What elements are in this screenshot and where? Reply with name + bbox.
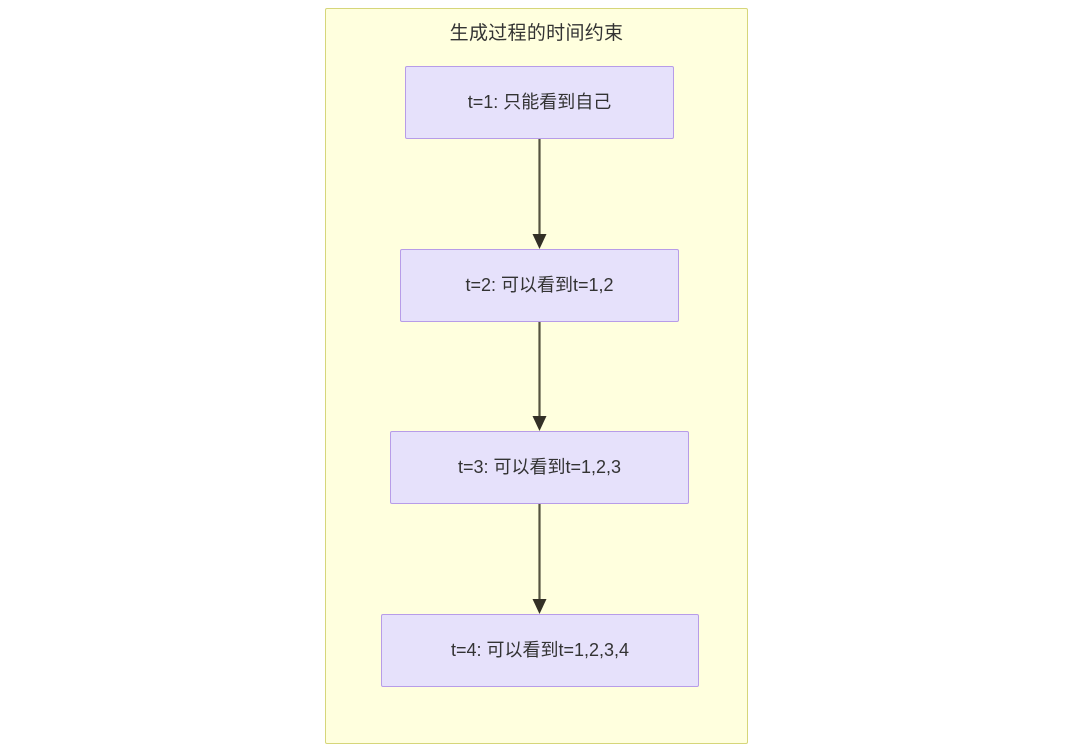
flowchart-node-t1[interactable]: t=1: 只能看到自己 <box>405 66 674 139</box>
subgraph-title: 生成过程的时间约束 <box>449 23 624 44</box>
flowchart-node-t2[interactable]: t=2: 可以看到t=1,2 <box>400 249 679 322</box>
flowchart-node-t3[interactable]: t=3: 可以看到t=1,2,3 <box>390 431 689 504</box>
flowchart-node-t4[interactable]: t=4: 可以看到t=1,2,3,4 <box>381 614 699 687</box>
